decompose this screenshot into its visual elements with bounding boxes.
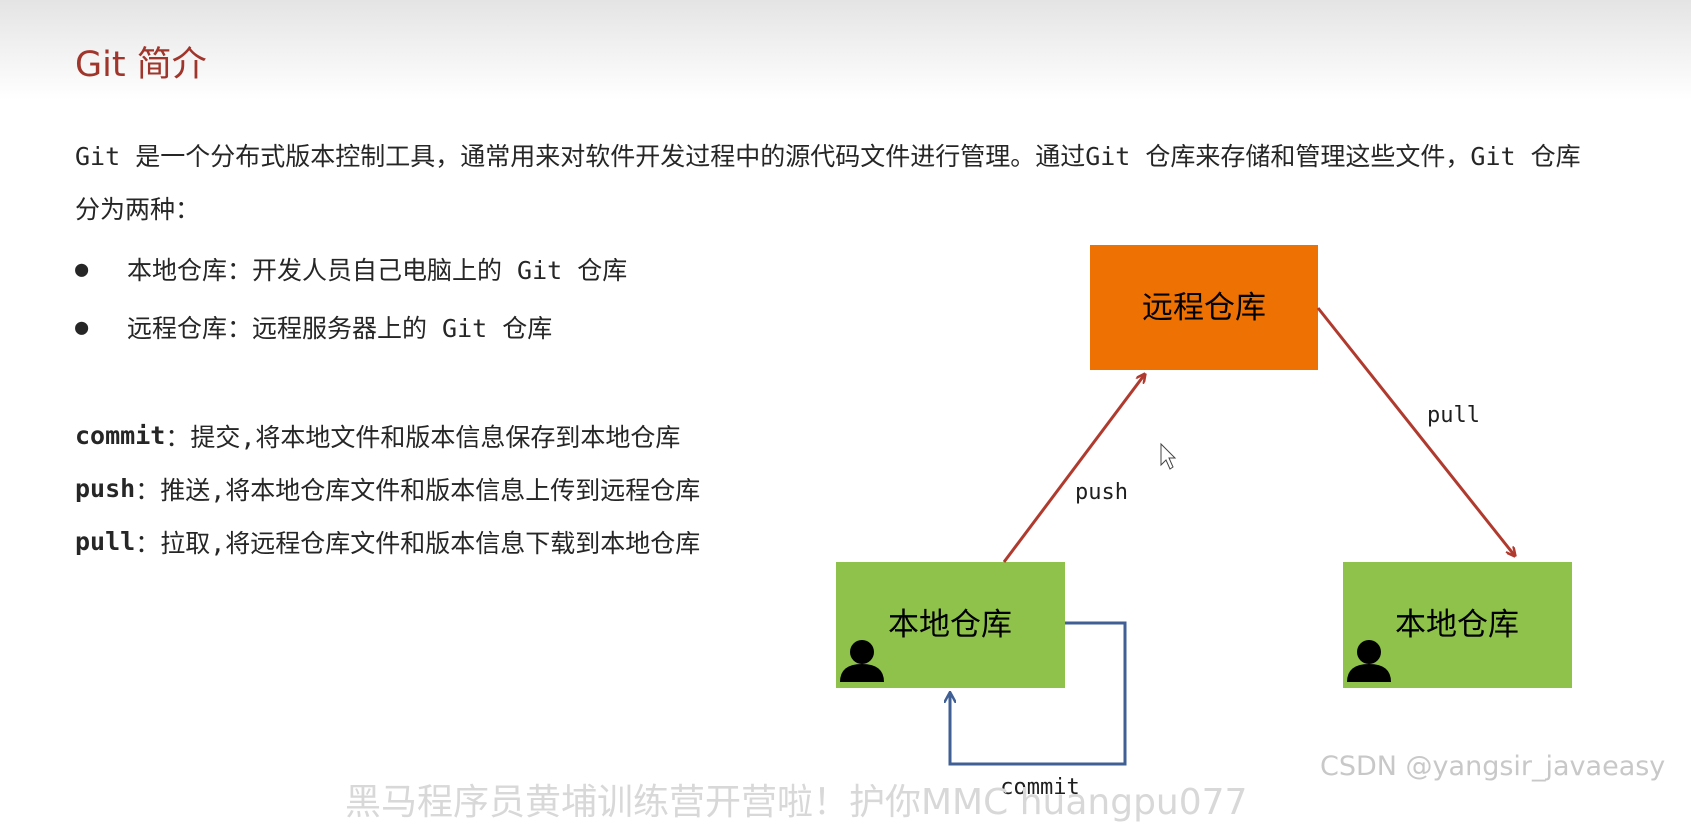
user-icon: [840, 640, 884, 682]
command-definitions: commit：提交,将本地文件和版本信息保存到本地仓库 push：推送,将本地仓…: [75, 409, 700, 568]
definition-text: ：提交,将本地文件和版本信息保存到本地仓库: [165, 422, 681, 452]
push-label: push: [1075, 480, 1128, 505]
list-item-text: 本地仓库：开发人员自己电脑上的 Git 仓库: [127, 256, 628, 285]
list-item: ● 远程仓库：远程服务器上的 Git 仓库: [75, 298, 627, 356]
definition-pull: pull：拉取,将远程仓库文件和版本信息下载到本地仓库: [75, 515, 700, 568]
remote-repo-box: [1090, 245, 1318, 370]
page-title: Git 简介: [75, 45, 207, 85]
definition-commit: commit：提交,将本地文件和版本信息保存到本地仓库: [75, 409, 700, 462]
watermark: CSDN @yangsir_javaeasy: [1320, 751, 1666, 782]
user-icon: [1347, 640, 1391, 682]
intro-paragraph: Git 是一个分布式版本控制工具，通常用来对软件开发过程中的源代码文件进行管理。…: [75, 142, 1581, 224]
local-repo-label-right: 本地仓库: [1395, 607, 1519, 643]
header-band: [0, 0, 1691, 100]
repo-type-list: ● 本地仓库：开发人员自己电脑上的 Git 仓库 ● 远程仓库：远程服务器上的 …: [75, 240, 627, 356]
git-repo-diagram: 远程仓库 本地仓库 本地仓库 push pull commit: [836, 245, 1572, 800]
bullet-dot: ●: [75, 256, 89, 282]
list-item: ● 本地仓库：开发人员自己电脑上的 Git 仓库: [75, 240, 627, 298]
push-arrow: [1002, 374, 1145, 563]
promo-banner: 黑马程序员黄埔训练营开营啦！护你MMC huangpu077: [345, 782, 1248, 823]
pull-arrow: [1316, 307, 1515, 556]
bullet-dot: ●: [75, 314, 89, 340]
list-item-text: 远程仓库：远程服务器上的 Git 仓库: [127, 314, 553, 343]
pull-label: pull: [1427, 403, 1480, 428]
definition-text: ：拉取,将远程仓库文件和版本信息下载到本地仓库: [135, 528, 701, 558]
cursor-icon: [1160, 442, 1177, 470]
local-repo-label-left: 本地仓库: [888, 607, 1012, 643]
commit-arrow: [950, 621, 1127, 766]
definition-term: pull: [75, 527, 136, 556]
definition-term: commit: [75, 421, 166, 450]
definition-term: push: [75, 474, 136, 503]
definition-text: ：推送,将本地仓库文件和版本信息上传到远程仓库: [135, 475, 701, 505]
remote-repo-label: 远程仓库: [1142, 290, 1266, 326]
definition-push: push：推送,将本地仓库文件和版本信息上传到远程仓库: [75, 462, 700, 515]
commit-label: commit: [1000, 775, 1079, 800]
